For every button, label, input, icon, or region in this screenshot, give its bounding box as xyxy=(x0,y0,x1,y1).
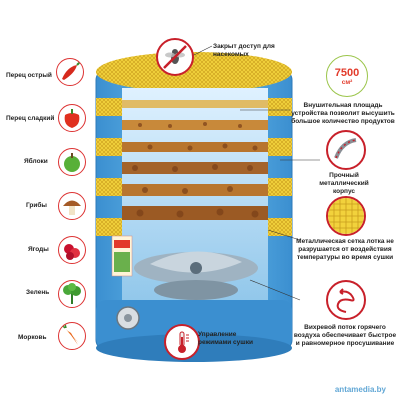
mesh-icon xyxy=(326,196,366,236)
vortex-icon xyxy=(326,280,366,320)
red-chili-pepper-icon xyxy=(56,58,84,86)
feature-text-mesh: Металлическая сетка лотка не разрушается… xyxy=(296,238,394,261)
area-badge: 7500 см² xyxy=(326,55,368,97)
feature-text-vortex: Вихревой поток горячего воздуха обеспечи… xyxy=(293,324,397,347)
drying-trays xyxy=(122,100,268,220)
food-label-greens: Зелень xyxy=(26,289,50,296)
thermometer-icon xyxy=(164,324,200,360)
feature-text-metal-case: Прочный металлический корпус xyxy=(319,172,369,195)
insect-block-icon xyxy=(156,38,194,76)
food-label-mushrooms: Грибы xyxy=(26,202,47,209)
metal-case-icon xyxy=(326,130,366,170)
mushroom-icon xyxy=(58,192,86,220)
mesh-rings xyxy=(96,98,292,236)
feature-text-area: Внушительная площадь устройства позволит… xyxy=(291,102,395,125)
area-value: 7500 xyxy=(334,67,360,79)
green-apple-icon xyxy=(58,148,86,176)
area-unit: см² xyxy=(341,79,353,86)
food-label-berries: Ягоды xyxy=(28,246,49,253)
drying-mode-control-note: Управление режимами сушки xyxy=(198,331,253,346)
food-label-bell-pepper: Перец сладкий xyxy=(6,115,55,122)
carrot-icon xyxy=(58,322,86,350)
watermark: antamedia.by xyxy=(334,385,386,394)
fan xyxy=(134,251,258,300)
food-label-carrots: Морковь xyxy=(18,334,47,341)
berries-icon xyxy=(58,236,86,264)
food-label-hot-pepper: Перец острый xyxy=(6,72,52,79)
insect-protection-note: Закрыт доступ для насекомых xyxy=(213,43,275,58)
food-label-apples: Яблоки xyxy=(24,158,48,165)
greens-icon xyxy=(58,280,86,308)
bell-pepper-icon xyxy=(58,104,86,132)
